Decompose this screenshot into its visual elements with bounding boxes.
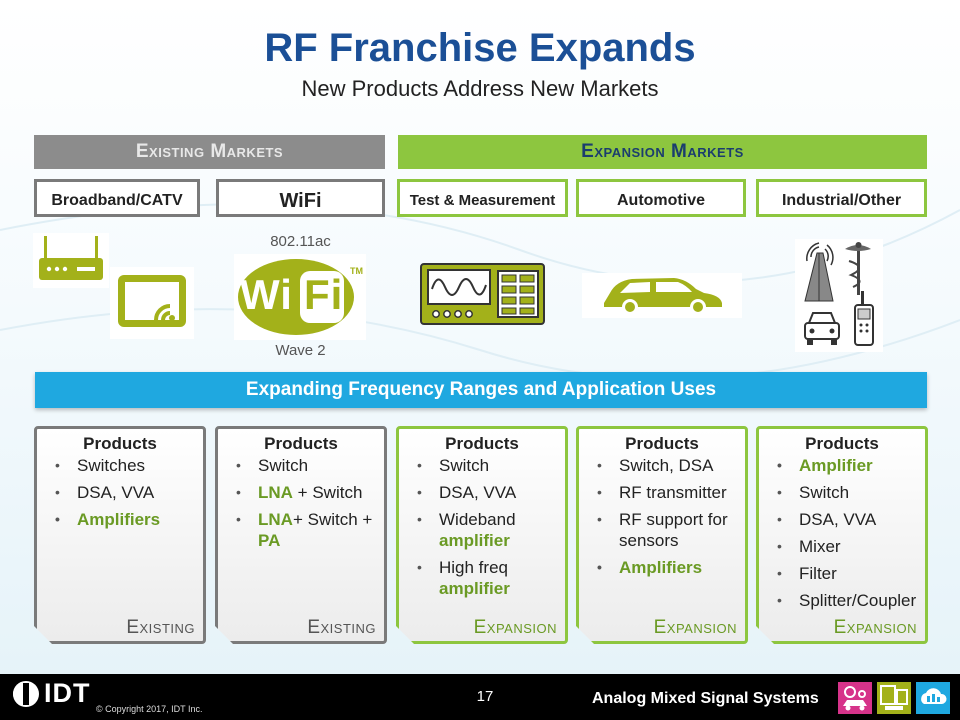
- card-status-label: Existing: [307, 617, 376, 638]
- product-card-wifi: Products Switch LNA + Switch LNA+ Switch…: [215, 426, 387, 644]
- router-icon: [33, 233, 109, 288]
- list-item: DSA, VVA: [77, 482, 199, 503]
- card-heading: Products: [83, 434, 157, 453]
- list-item: Wideband amplifier: [439, 509, 561, 551]
- product-card-industrial: Products Amplifier Switch DSA, VVA Mixer…: [756, 426, 928, 644]
- cast-screen-icon: [110, 267, 194, 339]
- market-industrial-other: Industrial/Other: [756, 179, 927, 217]
- market-test-measurement: Test & Measurement: [397, 179, 568, 217]
- list-item: Amplifiers: [77, 509, 199, 530]
- card-status-label: Expansion: [473, 617, 557, 638]
- idt-logo-text: IDT: [44, 678, 91, 708]
- automotive-segment-icon: [838, 682, 872, 714]
- list-item-text: + Switch: [292, 483, 363, 502]
- list-item-text: High freq: [439, 558, 508, 577]
- wifi-trademark: TM: [350, 266, 363, 276]
- wifi-logo-fi: Fi: [304, 271, 344, 318]
- cloud-segment-icon: [916, 682, 950, 714]
- list-item: Mixer: [799, 536, 921, 557]
- card-heading: Products: [264, 434, 338, 453]
- car-icon: [582, 273, 742, 318]
- product-list: Switch DSA, VVA Wideband amplifier High …: [407, 455, 561, 605]
- product-list: Switch LNA + Switch LNA+ Switch + PA: [226, 455, 380, 557]
- market-wifi: WiFi: [216, 179, 385, 217]
- list-item: LNA+ Switch + PA: [258, 509, 380, 551]
- product-list: Switches DSA, VVA Amplifiers: [45, 455, 199, 536]
- list-item: DSA, VVA: [439, 482, 561, 503]
- industrial-icons: [795, 239, 883, 352]
- market-broadband-catv: Broadband/CATV: [34, 179, 200, 217]
- product-list: Switch, DSA RF transmitter RF support fo…: [587, 455, 741, 584]
- list-item-text: Wideband: [439, 510, 516, 529]
- list-item: Switch: [258, 455, 380, 476]
- product-card-test-measurement: Products Switch DSA, VVA Wideband amplif…: [396, 426, 568, 644]
- consumer-segment-icon: [877, 682, 911, 714]
- market-automotive: Automotive: [576, 179, 746, 217]
- list-item: DSA, VVA: [799, 509, 921, 530]
- list-item-highlight: amplifier: [439, 531, 510, 550]
- list-item-highlight: LNA: [258, 510, 293, 529]
- list-item: Switches: [77, 455, 199, 476]
- page-title: RF Franchise Expands: [264, 26, 696, 70]
- page-number: 17: [476, 688, 494, 705]
- idt-logo-mark-icon: [12, 680, 40, 708]
- card-heading: Products: [625, 434, 699, 453]
- list-item: Amplifiers: [619, 557, 741, 578]
- list-item: RF support for sensors: [619, 509, 741, 551]
- list-item: High freq amplifier: [439, 557, 561, 599]
- card-status-label: Expansion: [653, 617, 737, 638]
- product-card-broadband: Products Switches DSA, VVA Amplifiers Ex…: [34, 426, 206, 644]
- list-item-text: + Switch +: [292, 510, 373, 529]
- page-subtitle: New Products Address New Markets: [301, 76, 659, 101]
- card-status-label: Expansion: [833, 617, 917, 638]
- wifi-logo-wi: Wi: [240, 271, 293, 318]
- oscilloscope-icon: [420, 263, 545, 325]
- list-item: Amplifier: [799, 455, 921, 476]
- list-item: Splitter/Coupler: [799, 590, 921, 611]
- list-item: RF transmitter: [619, 482, 741, 503]
- list-item: Switch: [439, 455, 561, 476]
- wifi-wave-label: Wave 2: [275, 342, 326, 359]
- product-list: Amplifier Switch DSA, VVA Mixer Filter S…: [767, 455, 921, 617]
- list-item-highlight: PA: [258, 531, 281, 550]
- frequency-ranges-bar: Expanding Frequency Ranges and Applicati…: [35, 372, 927, 408]
- card-heading: Products: [445, 434, 519, 453]
- existing-markets-bar: Existing Markets: [34, 135, 385, 169]
- list-item: Switch: [799, 482, 921, 503]
- card-status-label: Existing: [126, 617, 195, 638]
- division-name: Analog Mixed Signal Systems: [592, 690, 819, 707]
- list-item: LNA + Switch: [258, 482, 380, 503]
- copyright-text: © Copyright 2017, IDT Inc.: [96, 704, 203, 714]
- wifi-logo: Wi Fi TM: [234, 254, 366, 340]
- wifi-standard-label: 802.11ac: [270, 233, 331, 250]
- list-item: Filter: [799, 563, 921, 584]
- product-card-automotive: Products Switch, DSA RF transmitter RF s…: [576, 426, 748, 644]
- footer-bar: IDT © Copyright 2017, IDT Inc. 17 Analog…: [0, 674, 960, 720]
- list-item-highlight: LNA: [258, 483, 293, 502]
- expansion-markets-bar: Expansion Markets: [398, 135, 927, 169]
- list-item: Switch, DSA: [619, 455, 741, 476]
- card-heading: Products: [805, 434, 879, 453]
- list-item-highlight: amplifier: [439, 579, 510, 598]
